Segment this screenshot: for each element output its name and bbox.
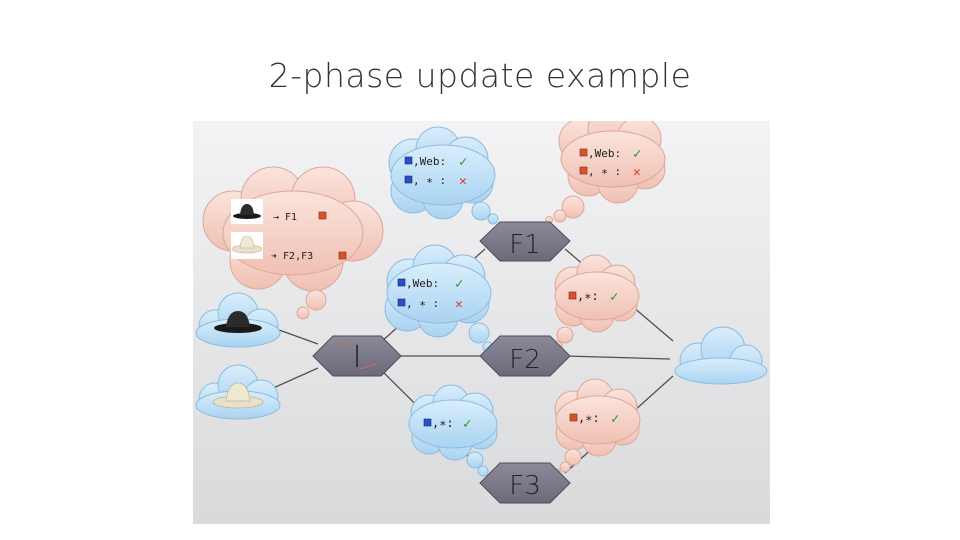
black-hat-mini-icon [233,204,261,219]
check-icon: ✓ [459,154,467,170]
red-tag-icon [338,251,347,260]
blue-tag-icon [404,175,413,184]
blue-tag-icon [397,298,406,307]
black-hat-icon [214,311,262,333]
check-icon: ✓ [611,411,619,427]
check-icon: ✓ [633,146,641,162]
classifier-row-1: → F1 [273,212,297,223]
blue-tag-icon [404,156,413,165]
switch-i[interactable]: I [312,335,402,377]
blue-tag-icon [397,278,406,287]
red-tag-icon [569,413,578,422]
f3-blue-rule-cloud: ,∗: ✓ [408,384,498,480]
red-tag-icon [568,291,577,300]
slide-title: 2-phase update example [268,56,692,95]
red-tag-icon [579,166,588,175]
cross-icon: ✕ [459,174,467,189]
f1-red-rule-cloud: ,Web: ✓ , ∗ : ✕ [545,121,666,224]
switch-f2-label: F2 [509,345,541,375]
f3-blue-star-rule: ,∗: [432,416,454,430]
host-cloud-black-hat[interactable] [195,292,281,348]
check-icon: ✓ [610,289,618,305]
switch-i-label: I [353,340,362,375]
f3-red-star-rule: ,∗: [578,411,600,425]
red-tag-icon [579,148,588,157]
cross-icon: ✕ [633,165,641,180]
blue-tag-icon [423,418,432,427]
f1-blue-web-rule: ,Web: [413,155,446,168]
f2-red-star-rule: ,∗: [577,289,599,303]
switch-f3-label: F3 [509,471,541,501]
white-hat-mini-icon [231,235,263,254]
switch-f1-label: F1 [509,230,541,260]
switch-f3[interactable]: F3 [479,462,571,504]
switch-f2[interactable]: F2 [479,335,571,377]
classifier-row-2: ➔ F2,F3 [271,251,313,262]
host-cloud-white-hat[interactable] [195,364,281,420]
f1-red-star-rule: , ∗ : [588,165,621,178]
arrows-icon [334,341,378,370]
red-tag-icon [318,211,327,220]
f1-blue-star-rule: , ∗ : [413,174,446,187]
classifier-thought-cloud: → F1 ➔ F2,F3 [202,166,384,320]
check-icon: ✓ [463,416,471,432]
check-icon: ✓ [455,276,463,292]
mid-blue-web-rule: ,Web: [406,277,439,290]
f1-blue-rule-cloud: ,Web: ✓ , ∗ : ✕ [388,126,507,229]
mid-blue-star-rule: , ∗ : [406,297,439,310]
switch-f1[interactable]: F1 [479,221,571,262]
white-hat-icon [212,382,264,409]
network-diagram: → F1 ➔ F2,F3 ,Web: ✓ , ∗ : ✕ ,Web: ✓ , ∗ [193,121,770,524]
destination-cloud[interactable] [674,326,768,385]
f2-red-rule-cloud: ,∗: ✓ [544,254,640,354]
f3-red-rule-cloud: ,∗: ✓ [553,378,641,476]
cross-icon: ✕ [455,297,463,312]
f2-blue-rule-cloud: ,Web: ✓ , ∗ : ✕ [384,244,502,357]
f1-red-web-rule: ,Web: [588,147,621,160]
